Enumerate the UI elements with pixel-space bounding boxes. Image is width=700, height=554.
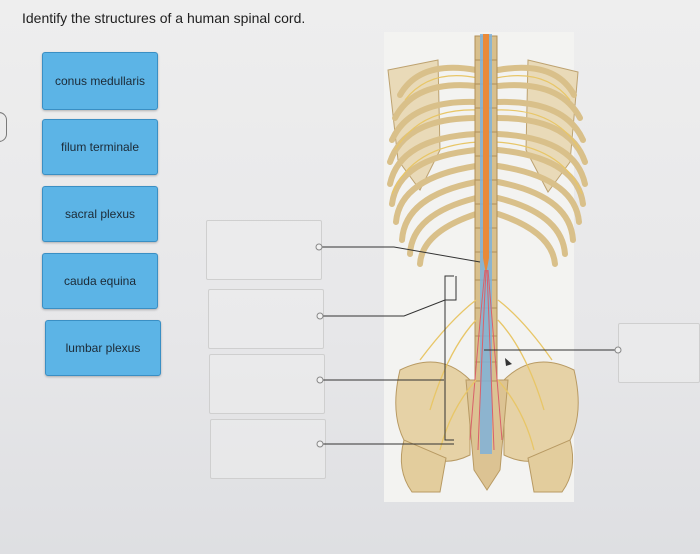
lumbar-sacral-nerves — [419, 299, 553, 451]
left-ischium — [400, 439, 447, 493]
drop-target-3[interactable] — [209, 354, 325, 414]
left-ribs — [387, 64, 479, 267]
leader-endpoints — [315, 243, 622, 448]
cursor-arrow-icon — [505, 358, 512, 366]
label-text: cauda equina — [63, 274, 137, 288]
question-text: Identify the structures of a human spina… — [22, 10, 306, 26]
right-ischium — [527, 439, 574, 493]
label-cauda-equina[interactable]: cauda equina — [42, 253, 158, 309]
label-text: lumbar plexus — [65, 341, 141, 355]
leader-lines — [322, 246, 616, 445]
intercostal-nerves — [391, 75, 583, 195]
label-sacral-plexus[interactable]: sacral plexus — [42, 186, 158, 242]
label-filum-terminale[interactable]: filum terminale — [42, 119, 158, 175]
label-text: filum terminale — [60, 140, 140, 154]
drop-target-5[interactable] — [618, 323, 700, 383]
label-text: sacral plexus — [64, 207, 136, 221]
spinal-cord — [483, 34, 489, 274]
label-lumbar-plexus[interactable]: lumbar plexus — [45, 320, 161, 376]
drop-target-1[interactable] — [206, 220, 322, 280]
drop-target-2[interactable] — [208, 289, 324, 349]
label-text: conus medullaris — [54, 74, 146, 88]
cauda-equina-nerves — [469, 269, 503, 451]
label-conus-medullaris[interactable]: conus medullaris — [42, 52, 158, 110]
right-ribs — [495, 64, 588, 267]
drop-target-4[interactable] — [210, 419, 326, 479]
